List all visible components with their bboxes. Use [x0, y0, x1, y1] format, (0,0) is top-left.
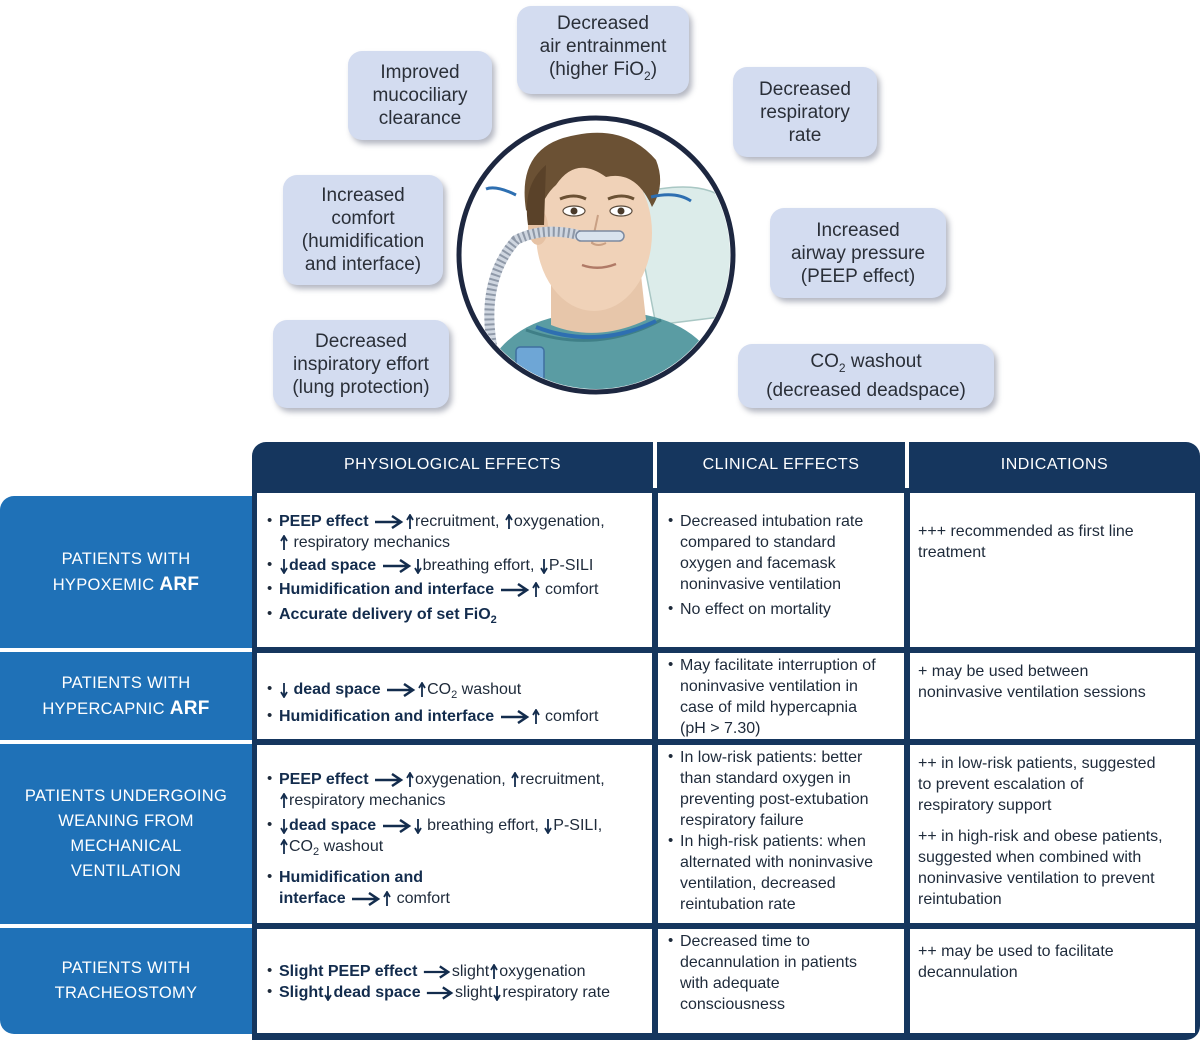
- down-arrow-icon: [280, 682, 288, 698]
- up-arrow-icon: [505, 513, 513, 529]
- up-arrow-icon: [490, 963, 498, 979]
- cell-hypoxemic-clinical: •Decreased intubation rate compared to s…: [657, 492, 905, 648]
- cell-hypoxemic-indications: +++ recommended as first line treatment: [909, 492, 1196, 648]
- up-arrow-icon: [406, 771, 414, 787]
- right-arrow-icon: [374, 514, 404, 529]
- down-arrow-icon: [493, 985, 502, 1001]
- up-arrow-icon: [280, 534, 288, 550]
- bubble-mucociliary: Improved mucociliary clearance: [348, 51, 492, 140]
- right-arrow-icon: [426, 986, 454, 1000]
- bubble-co2-washout: CO2 washout (decreased deadspace): [738, 344, 994, 408]
- right-arrow-icon: [374, 772, 404, 787]
- bubble-air-entrainment: Decreased air entrainment (higher FiO2): [517, 6, 689, 94]
- cell-hypercapnic-indications: + may be used between noninvasive ventil…: [909, 652, 1196, 740]
- cell-tracheostomy-indications: ++ may be used to facilitate decannulati…: [909, 928, 1196, 1034]
- right-arrow-icon: [500, 709, 529, 724]
- bubble-respiratory-rate: Decreased respiratory rate: [733, 67, 877, 157]
- cell-weaning-indications: ++ in low-risk patients, suggested to pr…: [909, 744, 1196, 924]
- up-arrow-icon: [383, 890, 391, 906]
- header-indications: INDICATIONS: [909, 442, 1200, 488]
- down-arrow-icon: [544, 818, 553, 834]
- up-arrow-icon: [406, 513, 414, 529]
- header-clinical-effects: CLINICAL EFFECTS: [657, 442, 905, 488]
- row-label-hypoxemic: PATIENTS WITH HYPOXEMIC ARF: [0, 496, 252, 648]
- bubble-airway-pressure: Increased airway pressure (PEEP effect): [770, 208, 946, 298]
- row-label-hypercapnic: PATIENTS WITH HYPERCAPNIC ARF: [0, 652, 252, 740]
- bubble-inspiratory-effort: Decreased inspiratory effort (lung prote…: [273, 320, 449, 408]
- cell-hypercapnic-clinical: •May facilitate interruption of noninvas…: [657, 652, 905, 740]
- right-arrow-icon: [423, 965, 451, 979]
- down-arrow-icon: [413, 818, 422, 834]
- patient-portrait: [456, 115, 736, 395]
- right-arrow-icon: [382, 558, 411, 573]
- header-physiological-effects: PHYSIOLOGICAL EFFECTS: [252, 442, 653, 488]
- up-arrow-icon: [511, 771, 519, 787]
- cell-weaning-clinical: •In low-risk patients: better than stand…: [657, 744, 905, 924]
- down-arrow-icon: [280, 818, 288, 834]
- down-arrow-icon: [413, 558, 422, 574]
- cell-weaning-physio: •PEEP effect oxygenation, recruitment, r…: [256, 744, 653, 924]
- up-arrow-icon: [418, 681, 426, 697]
- right-arrow-icon: [352, 891, 381, 906]
- cell-hypercapnic-physio: • dead space CO2 washout •Humidification…: [256, 652, 653, 740]
- down-arrow-icon: [540, 558, 548, 574]
- up-arrow-icon: [531, 581, 540, 597]
- bubble-comfort: Increased comfort (humidification and in…: [283, 175, 443, 285]
- up-arrow-icon: [280, 792, 288, 808]
- right-arrow-icon: [382, 818, 411, 833]
- up-arrow-icon: [280, 838, 288, 854]
- right-arrow-icon: [500, 582, 529, 597]
- cell-tracheostomy-clinical: •Decreased time to decannulation in pati…: [657, 928, 905, 1034]
- row-label-tracheostomy: PATIENTS WITH TRACHEOSTOMY: [0, 928, 252, 1034]
- down-arrow-icon: [280, 558, 288, 574]
- up-arrow-icon: [531, 708, 540, 724]
- right-arrow-icon: [387, 682, 416, 697]
- down-arrow-icon: [324, 985, 333, 1001]
- cell-hypoxemic-physio: •PEEP effect recruitment, oxygenation, r…: [256, 492, 653, 648]
- row-label-weaning: PATIENTS UNDERGOING WEANING FROM MECHANI…: [0, 744, 252, 924]
